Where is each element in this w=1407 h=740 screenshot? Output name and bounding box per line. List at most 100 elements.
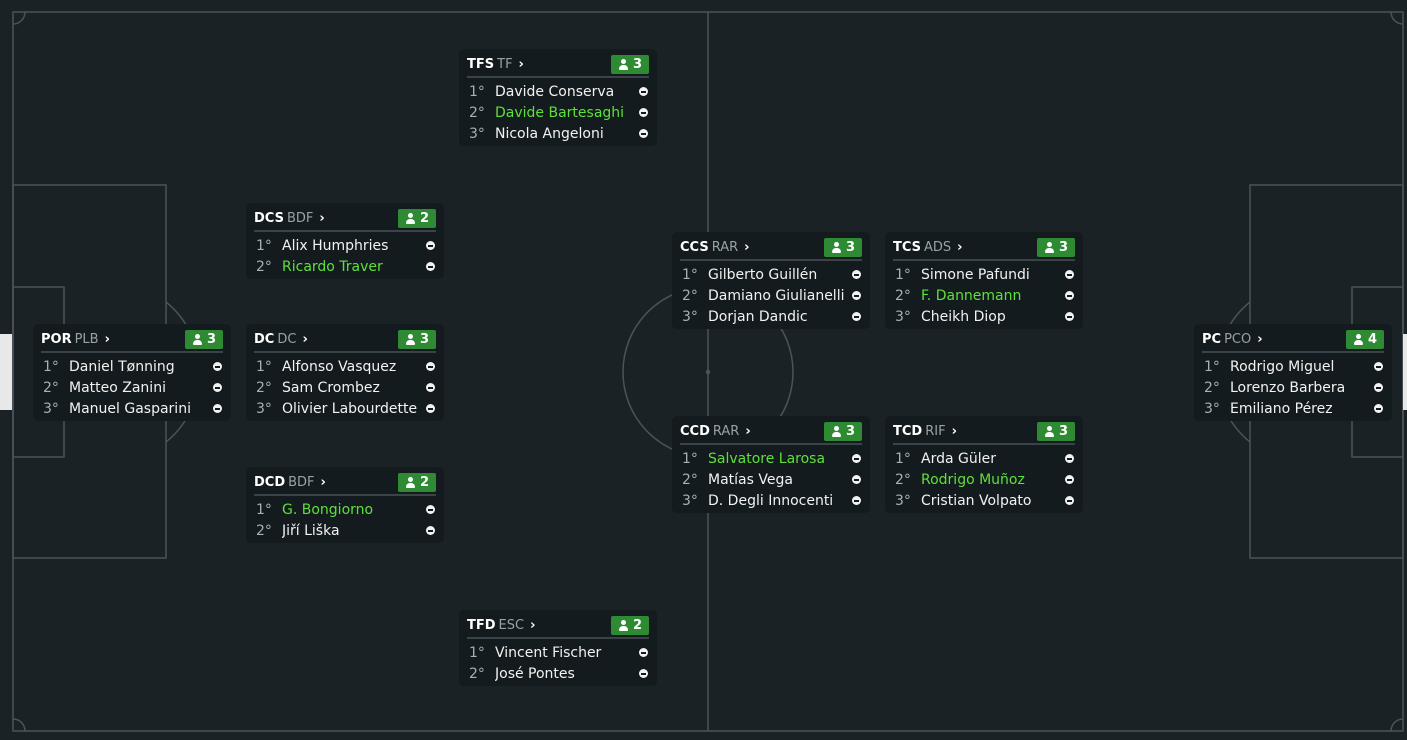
remove-icon[interactable] <box>639 129 648 138</box>
chevron-right-icon[interactable]: › <box>745 423 751 439</box>
chevron-right-icon[interactable]: › <box>302 331 308 347</box>
player-name[interactable]: Manuel Gasparini <box>69 400 191 417</box>
remove-icon[interactable] <box>213 404 222 413</box>
remove-icon[interactable] <box>426 505 435 514</box>
player-row[interactable]: 1°Rodrigo Miguel <box>1202 356 1384 377</box>
player-row[interactable]: 2°Rodrigo Muñoz <box>893 469 1075 490</box>
player-name[interactable]: Ricardo Traver <box>282 258 383 275</box>
player-name[interactable]: Rodrigo Muñoz <box>921 471 1025 488</box>
player-name[interactable]: D. Degli Innocenti <box>708 492 834 509</box>
player-name[interactable]: Alix Humphries <box>282 237 389 254</box>
remove-icon[interactable] <box>852 454 861 463</box>
player-row[interactable]: 1°Gilberto Guillén <box>680 264 862 285</box>
player-row[interactable]: 1°Simone Pafundi <box>893 264 1075 285</box>
player-name[interactable]: Jiří Liška <box>282 522 340 539</box>
player-name[interactable]: Nicola Angeloni <box>495 125 604 142</box>
player-name[interactable]: Alfonso Vasquez <box>282 358 397 375</box>
player-row[interactable]: 2°Matías Vega <box>680 469 862 490</box>
player-row[interactable]: 3°Cristian Volpato <box>893 490 1075 511</box>
player-name[interactable]: Damiano Giulianelli <box>708 287 845 304</box>
player-row[interactable]: 2°José Pontes <box>467 663 649 684</box>
player-name[interactable]: Daniel Tønning <box>69 358 175 375</box>
remove-icon[interactable] <box>852 312 861 321</box>
remove-icon[interactable] <box>426 241 435 250</box>
remove-icon[interactable] <box>852 291 861 300</box>
player-row[interactable]: 2°Ricardo Traver <box>254 256 436 277</box>
remove-icon[interactable] <box>426 404 435 413</box>
player-row[interactable]: 1°Alix Humphries <box>254 235 436 256</box>
player-name[interactable]: Cheikh Diop <box>921 308 1006 325</box>
player-row[interactable]: 1°Davide Conserva <box>467 81 649 102</box>
player-row[interactable]: 1°Arda Güler <box>893 448 1075 469</box>
remove-icon[interactable] <box>639 87 648 96</box>
chevron-right-icon[interactable]: › <box>744 239 750 255</box>
remove-icon[interactable] <box>1374 383 1383 392</box>
player-name[interactable]: F. Dannemann <box>921 287 1022 304</box>
remove-icon[interactable] <box>1065 496 1074 505</box>
player-name[interactable]: Olivier Labourdette <box>282 400 418 417</box>
chevron-right-icon[interactable]: › <box>957 239 963 255</box>
remove-icon[interactable] <box>426 526 435 535</box>
player-row[interactable]: 2°F. Dannemann <box>893 285 1075 306</box>
remove-icon[interactable] <box>852 475 861 484</box>
chevron-right-icon[interactable]: › <box>951 423 957 439</box>
remove-icon[interactable] <box>1374 362 1383 371</box>
player-name[interactable]: Rodrigo Miguel <box>1230 358 1335 375</box>
remove-icon[interactable] <box>639 108 648 117</box>
player-name[interactable]: Matías Vega <box>708 471 793 488</box>
remove-icon[interactable] <box>639 669 648 678</box>
player-row[interactable]: 3°Dorjan Dandic <box>680 306 862 327</box>
chevron-right-icon[interactable]: › <box>530 617 536 633</box>
player-row[interactable]: 1°Vincent Fischer <box>467 642 649 663</box>
remove-icon[interactable] <box>1374 404 1383 413</box>
remove-icon[interactable] <box>639 648 648 657</box>
player-row[interactable]: 2°Damiano Giulianelli <box>680 285 862 306</box>
player-row[interactable]: 3°Olivier Labourdette <box>254 398 436 419</box>
player-name[interactable]: José Pontes <box>495 665 575 682</box>
remove-icon[interactable] <box>213 362 222 371</box>
remove-icon[interactable] <box>1065 291 1074 300</box>
player-row[interactable]: 3°Emiliano Pérez <box>1202 398 1384 419</box>
player-row[interactable]: 2°Sam Crombez <box>254 377 436 398</box>
player-row[interactable]: 2°Jiří Liška <box>254 520 436 541</box>
remove-icon[interactable] <box>426 262 435 271</box>
chevron-right-icon[interactable]: › <box>518 56 524 72</box>
player-row[interactable]: 1°Alfonso Vasquez <box>254 356 436 377</box>
remove-icon[interactable] <box>426 362 435 371</box>
player-name[interactable]: Emiliano Pérez <box>1230 400 1333 417</box>
player-name[interactable]: Dorjan Dandic <box>708 308 808 325</box>
remove-icon[interactable] <box>426 383 435 392</box>
player-name[interactable]: Matteo Zanini <box>69 379 166 396</box>
player-name[interactable]: Gilberto Guillén <box>708 266 818 283</box>
player-name[interactable]: Vincent Fischer <box>495 644 602 661</box>
chevron-right-icon[interactable]: › <box>104 331 110 347</box>
player-name[interactable]: Lorenzo Barbera <box>1230 379 1346 396</box>
player-name[interactable]: Arda Güler <box>921 450 996 467</box>
remove-icon[interactable] <box>1065 270 1074 279</box>
player-name[interactable]: G. Bongiorno <box>282 501 374 518</box>
player-name[interactable]: Davide Conserva <box>495 83 615 100</box>
player-name[interactable]: Sam Crombez <box>282 379 380 396</box>
player-row[interactable]: 3°D. Degli Innocenti <box>680 490 862 511</box>
player-name[interactable]: Davide Bartesaghi <box>495 104 625 121</box>
chevron-right-icon[interactable]: › <box>319 210 325 226</box>
remove-icon[interactable] <box>213 383 222 392</box>
